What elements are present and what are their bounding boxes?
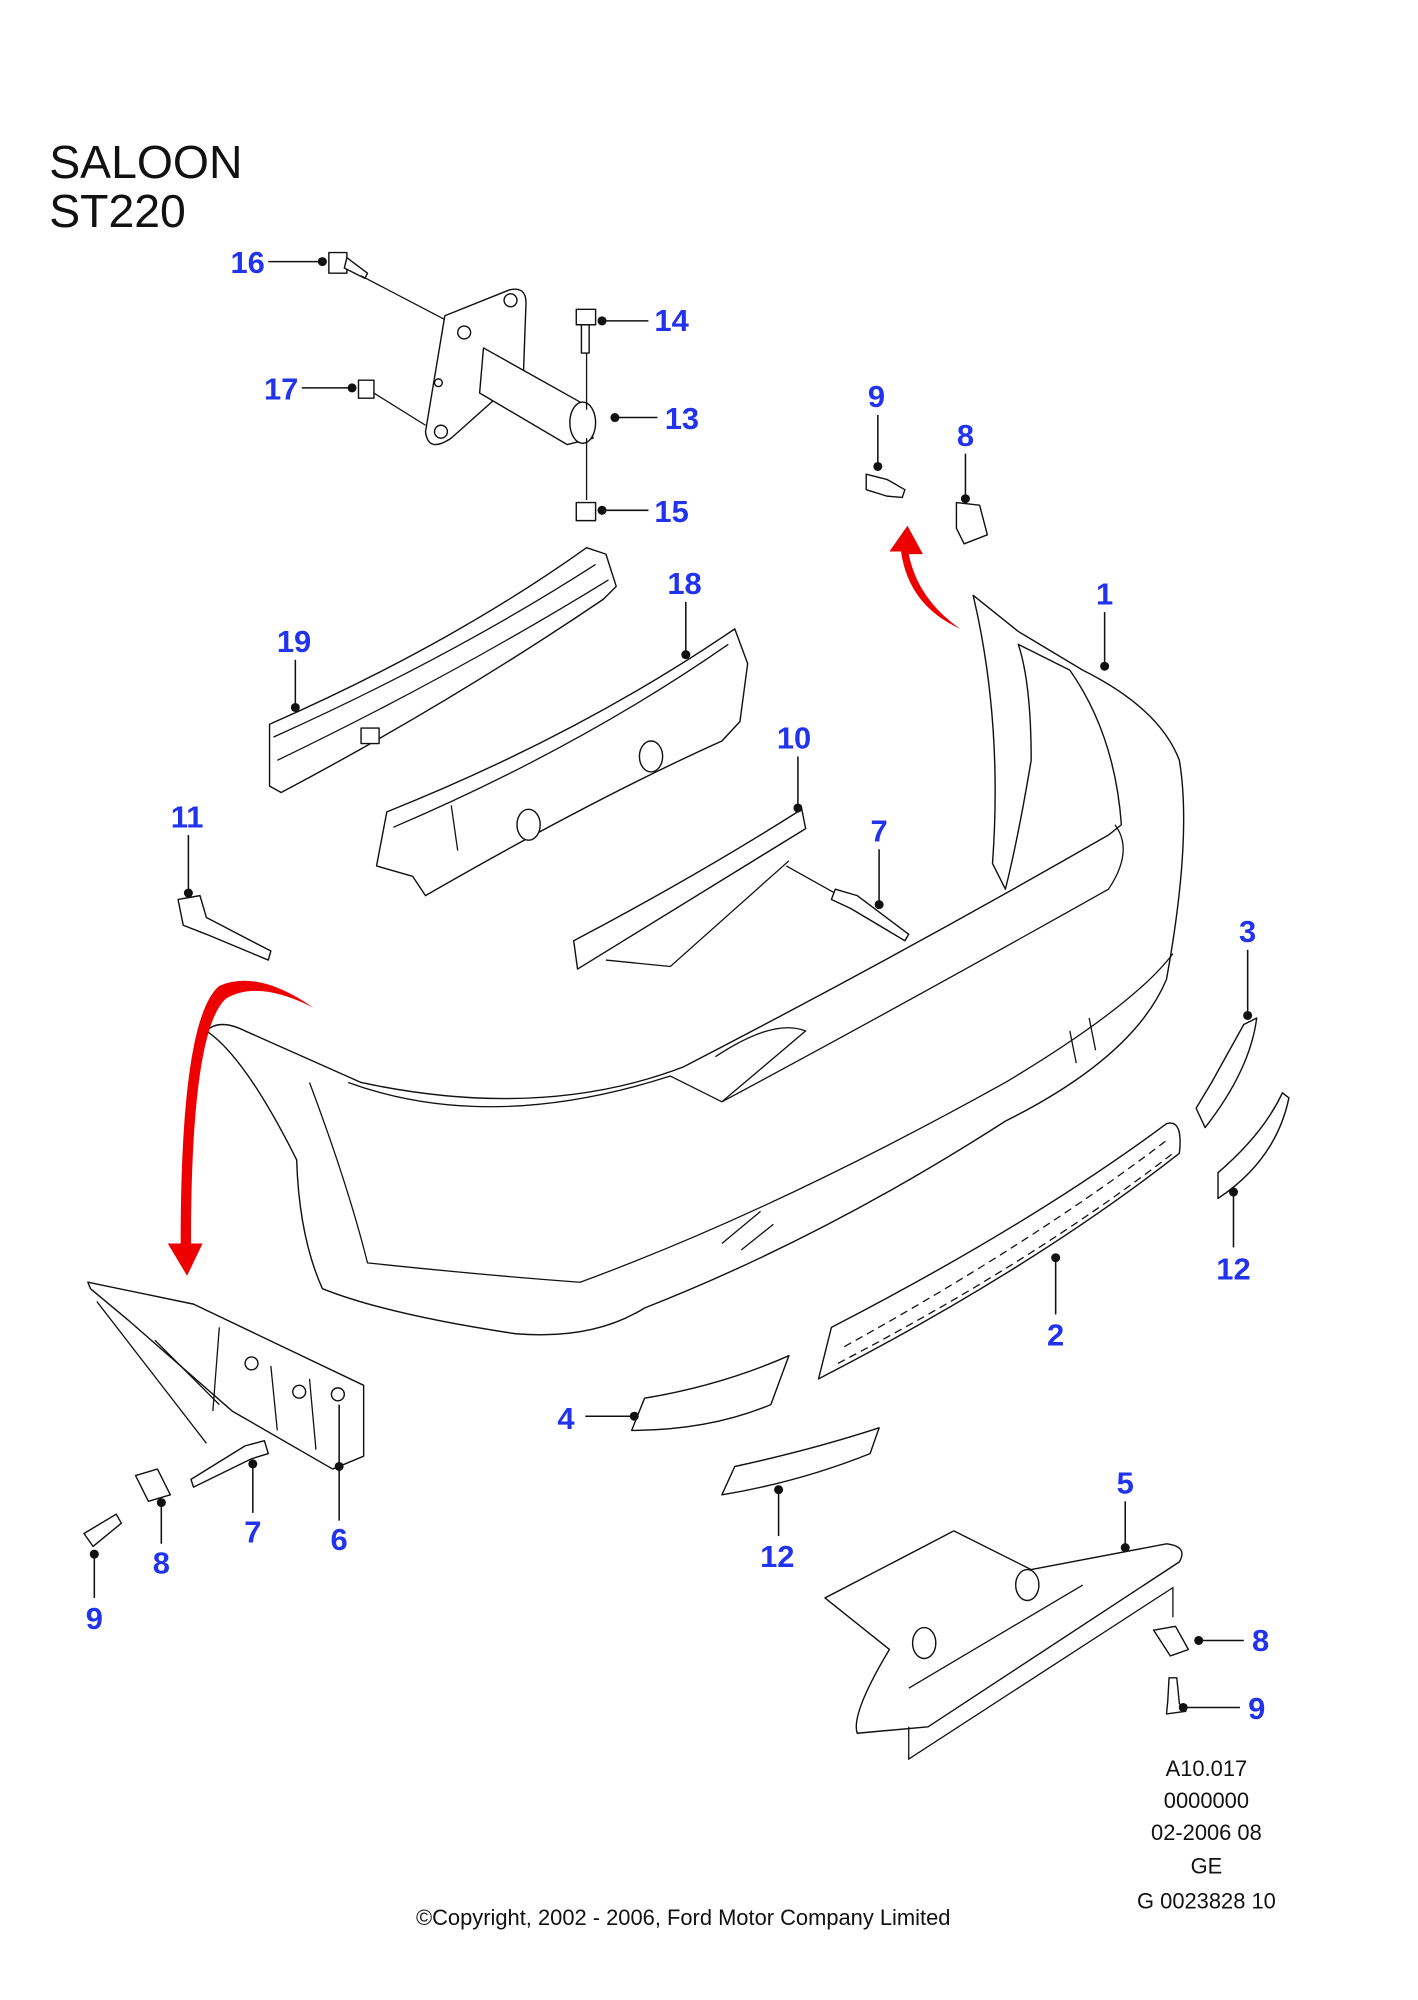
center-bracket: [572, 808, 910, 970]
callout-2[interactable]: 2: [1047, 1317, 1064, 1352]
callout-7-left[interactable]: 7: [244, 1515, 261, 1550]
callout-18[interactable]: 18: [667, 566, 701, 601]
callout-3[interactable]: 3: [1239, 914, 1256, 949]
rear-bumper-cover: [205, 594, 1185, 1336]
bolt-14: [575, 308, 597, 410]
variant-title: SALOON: [49, 136, 242, 188]
trim-strip-left: [721, 1427, 880, 1496]
ref-line: A10.017: [1166, 1756, 1248, 1781]
callout-9-left[interactable]: 9: [86, 1601, 103, 1636]
ref-line: GE: [1191, 1854, 1223, 1879]
callout-15[interactable]: 15: [654, 494, 688, 529]
ref-line: 0000000: [1164, 1788, 1249, 1813]
direction-arrow-lower: [167, 980, 314, 1276]
callout-17[interactable]: 17: [264, 371, 298, 406]
clip-8-top: [955, 501, 989, 545]
bolt-11: [177, 894, 272, 961]
direction-arrow-upper: [889, 525, 961, 629]
screw-right: [1165, 1677, 1187, 1715]
clip-nut-right: [1152, 1625, 1190, 1657]
callout-7-top[interactable]: 7: [871, 813, 888, 848]
clip-nut-left: [134, 1468, 172, 1502]
copyright-notice: ©Copyright, 2002 - 2006, Ford Motor Comp…: [416, 1905, 950, 1930]
trim-strip-right: [1217, 1092, 1290, 1200]
callout-6[interactable]: 6: [331, 1522, 348, 1557]
side-grille-left: [630, 1354, 790, 1432]
nut-17: [357, 379, 426, 426]
ref-line: 02-2006 08: [1151, 1820, 1262, 1845]
callout-8-top[interactable]: 8: [957, 418, 974, 453]
callout-4[interactable]: 4: [557, 1401, 575, 1436]
screw-9-top: [865, 473, 906, 499]
callout-9-top[interactable]: 9: [868, 379, 885, 414]
variant-subtitle: ST220: [49, 185, 186, 237]
ref-line: G 0023828 10: [1137, 1889, 1276, 1914]
screw-left: [83, 1513, 123, 1548]
callout-16[interactable]: 16: [230, 245, 264, 280]
side-grille-right: [1195, 1017, 1258, 1129]
callout-14[interactable]: 14: [654, 303, 689, 338]
energy-absorber: [375, 628, 749, 897]
callout-10[interactable]: 10: [777, 721, 811, 756]
callout-8-right[interactable]: 8: [1252, 1623, 1269, 1658]
callout-8-left[interactable]: 8: [153, 1545, 170, 1580]
callout-19[interactable]: 19: [277, 624, 311, 659]
bumper-side-bracket: [87, 1281, 365, 1470]
bumper-reinforcement: [268, 546, 617, 794]
callout-11[interactable]: 11: [171, 799, 204, 834]
callout-5[interactable]: 5: [1117, 1466, 1134, 1501]
callout-13[interactable]: 13: [665, 401, 699, 436]
crash-can-bracket: [424, 288, 597, 446]
callouts: 16 14 17 13 15 9 8 18 1 19 10 7 11 3 12 …: [86, 245, 1269, 1726]
nut-15: [575, 438, 597, 522]
undertray: [824, 1530, 1183, 1761]
push-pin-7: [830, 888, 910, 942]
callout-9-right[interactable]: 9: [1248, 1691, 1265, 1726]
callout-12-right[interactable]: 12: [1216, 1252, 1250, 1287]
lower-grille: [817, 1122, 1181, 1380]
push-pin-7-left: [190, 1440, 269, 1488]
reference-codes: A10.017 0000000 02-2006 08 GE G 0023828 …: [1137, 1756, 1276, 1914]
bolt-16: [328, 251, 446, 321]
callout-1[interactable]: 1: [1096, 576, 1113, 611]
callout-12-left[interactable]: 12: [760, 1539, 794, 1574]
